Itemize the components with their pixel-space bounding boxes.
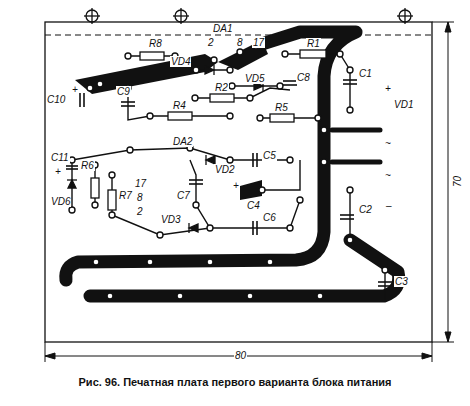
part-label: + xyxy=(232,180,240,191)
part-label: C5 xyxy=(262,150,277,161)
part-label: ~ xyxy=(384,170,392,181)
board xyxy=(45,8,432,342)
resistor-symbol xyxy=(270,114,294,122)
part-label: VD2 xyxy=(214,164,235,175)
part-label: C2 xyxy=(358,204,373,215)
capacitor-symbol xyxy=(66,80,392,286)
part-label: R2 xyxy=(214,82,229,93)
part-label: VD3 xyxy=(160,214,181,225)
resistor-symbol xyxy=(140,52,164,60)
part-label: 8 xyxy=(236,37,244,48)
part-label: R5 xyxy=(274,102,289,113)
figure-caption: Рис. 96. Печатная плата первого варианта… xyxy=(0,376,470,388)
part-label: VD4 xyxy=(170,56,191,67)
diode-symbol xyxy=(67,65,263,233)
part-label: ~ xyxy=(384,138,392,149)
part-label: R4 xyxy=(172,100,187,111)
part-label: C8 xyxy=(296,72,311,83)
part-label: R6 xyxy=(80,160,95,171)
part-label: 80 xyxy=(234,350,247,361)
pads xyxy=(69,43,388,299)
part-label: R8 xyxy=(148,38,163,49)
part-label: 17 xyxy=(252,37,265,48)
part-label: DA1 xyxy=(212,23,233,34)
resistor-symbol xyxy=(210,94,234,102)
copper-areas xyxy=(75,40,268,200)
resistor-symbol xyxy=(91,178,99,198)
part-label: C3 xyxy=(394,276,409,287)
part-label: – xyxy=(385,200,393,211)
part-label: + xyxy=(54,166,62,177)
part-label: C7 xyxy=(176,190,191,201)
part-label: C10 xyxy=(46,94,66,105)
part-label: VD1 xyxy=(393,99,414,110)
part-label: + xyxy=(71,84,79,95)
board-outline xyxy=(45,22,432,342)
part-label: VD6 xyxy=(50,196,71,207)
part-label: DA2 xyxy=(172,136,193,147)
copper-traces xyxy=(66,32,399,296)
part-label: C6 xyxy=(262,212,277,223)
components xyxy=(66,50,392,286)
part-label: VD5 xyxy=(244,73,265,84)
part-label: C4 xyxy=(246,200,261,211)
part-label: C9 xyxy=(116,86,131,97)
part-label: R1 xyxy=(306,38,321,49)
part-label: + xyxy=(384,83,392,94)
part-label: 17 xyxy=(134,178,147,189)
part-label: 8 xyxy=(136,192,144,203)
part-label: 70 xyxy=(452,175,463,188)
mount-holes xyxy=(84,8,413,24)
part-label: C1 xyxy=(358,68,373,79)
dashed-line xyxy=(45,35,432,36)
part-label: C11 xyxy=(50,152,70,163)
resistor-symbol xyxy=(300,50,326,58)
part-label: 2 xyxy=(207,37,215,48)
resistor-symbol xyxy=(168,112,192,120)
resistor-symbol xyxy=(108,190,116,210)
part-label: 2 xyxy=(136,206,144,217)
dimension-lines xyxy=(45,22,454,362)
thin-wires xyxy=(72,54,385,300)
part-label: R7 xyxy=(118,190,133,201)
